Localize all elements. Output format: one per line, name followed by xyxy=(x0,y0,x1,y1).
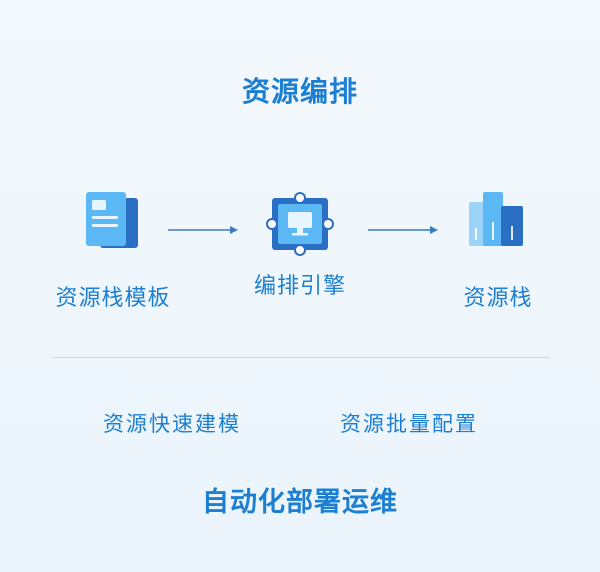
feature-rapid-modeling: 资源快速建模 xyxy=(103,412,241,436)
flow-node-template: 资源栈模板 xyxy=(23,188,203,312)
orchestration-engine-icon xyxy=(266,192,334,256)
resource-stack-icon xyxy=(469,192,523,246)
template-document-icon xyxy=(86,192,138,248)
arrow-right-icon xyxy=(168,226,238,234)
bottom-slogan: 自动化部署运维 xyxy=(202,487,398,518)
divider xyxy=(52,357,550,358)
flow-node-label: 资源栈模板 xyxy=(55,286,171,311)
feature-batch-config: 资源批量配置 xyxy=(340,412,478,436)
page-title: 资源编排 xyxy=(241,75,358,108)
flow-node-engine: 编排引擎 xyxy=(210,188,390,300)
flow-node-label: 编排引擎 xyxy=(253,274,346,299)
arrow-right-icon xyxy=(368,226,438,234)
flow-diagram: 资源栈模板 编排引擎 xyxy=(0,188,600,318)
flow-node-stack: 资源栈 xyxy=(408,188,588,312)
flow-node-label: 资源栈 xyxy=(463,286,533,311)
